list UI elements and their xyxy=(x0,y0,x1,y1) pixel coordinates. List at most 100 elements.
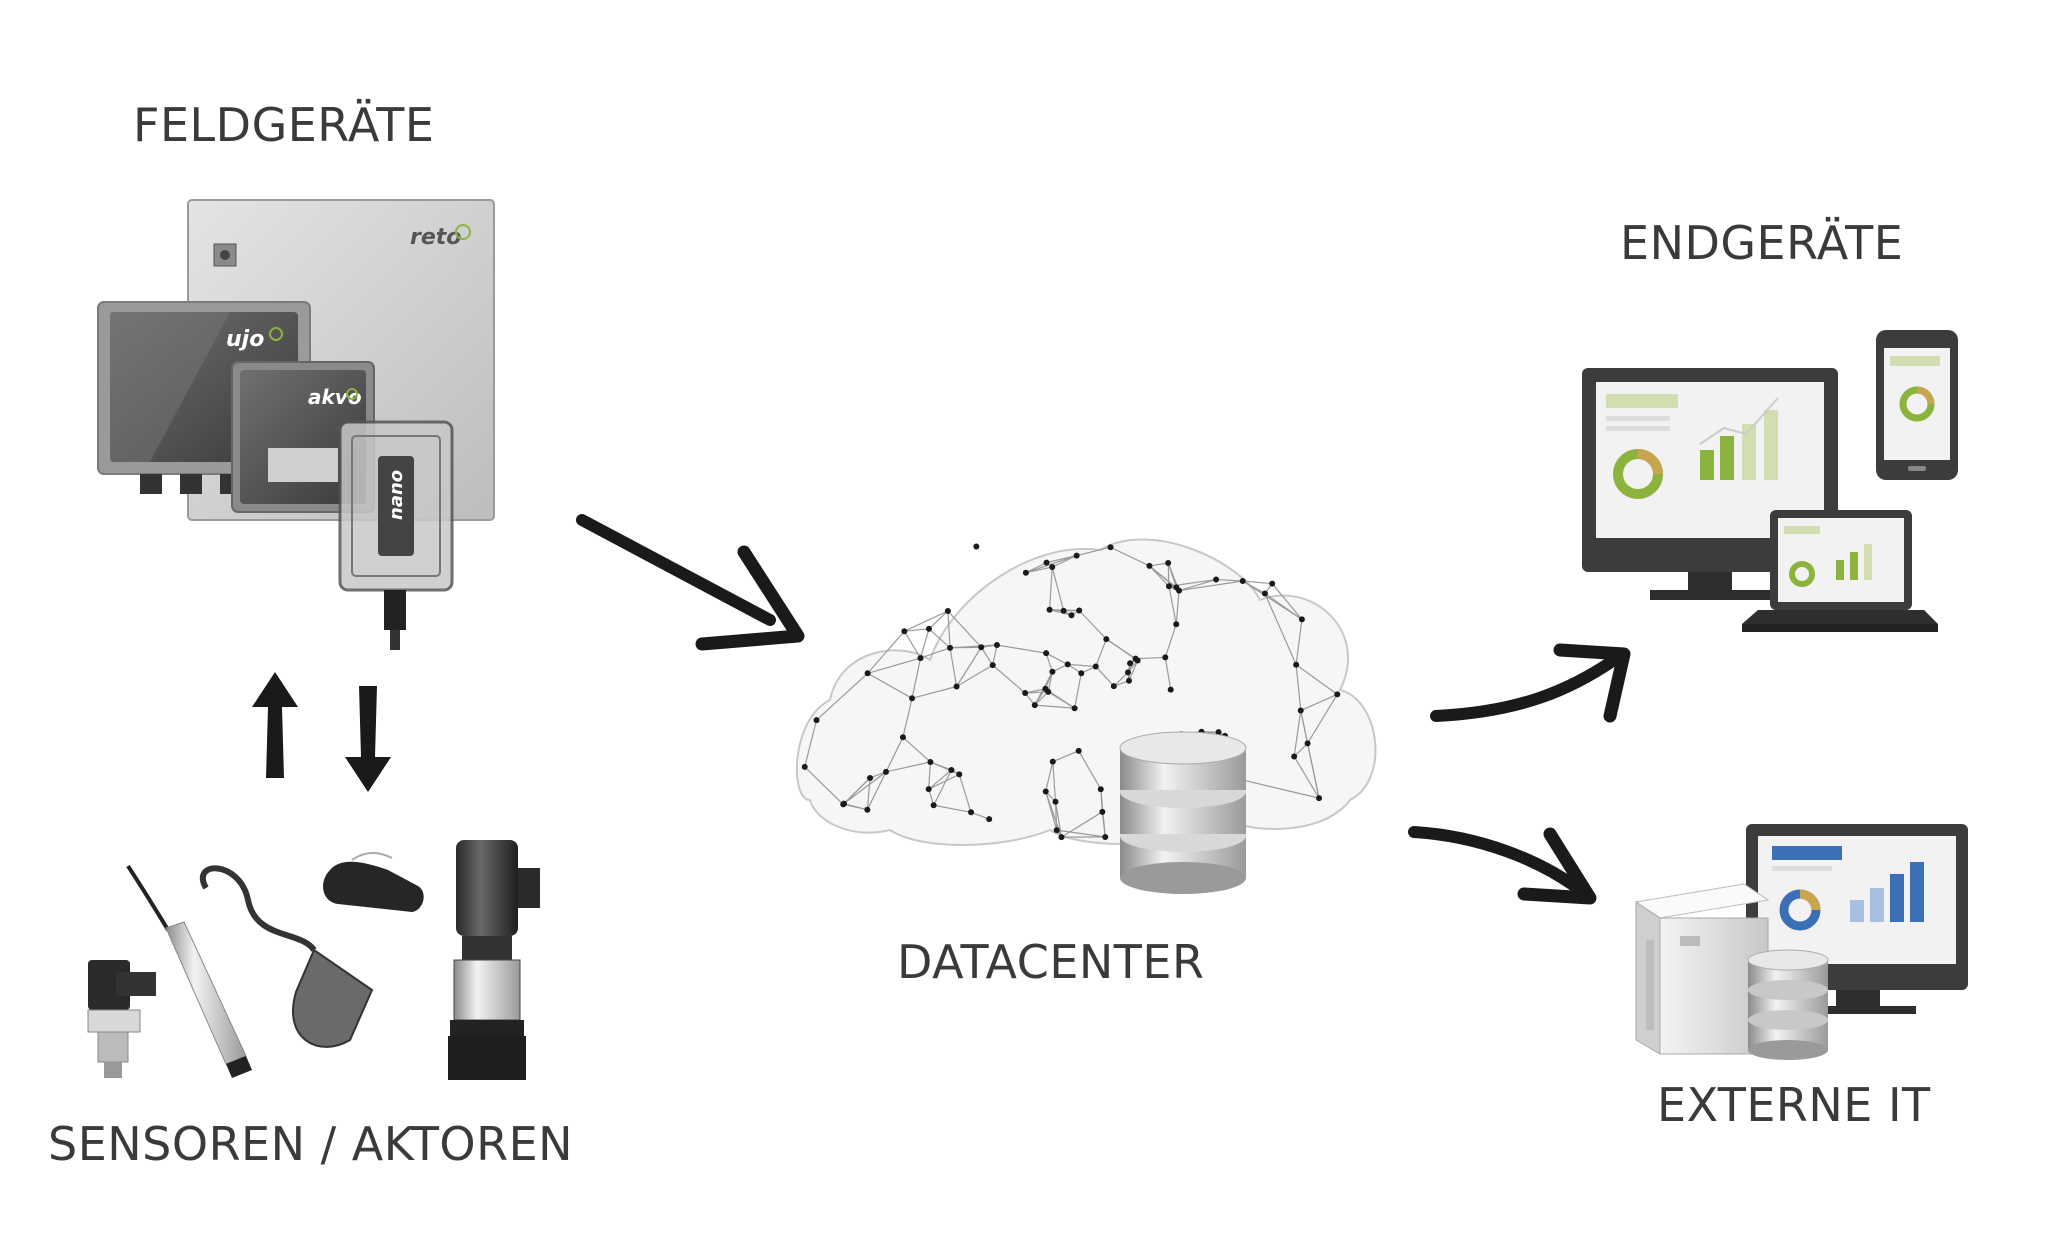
mesh-line xyxy=(867,630,905,674)
mesh-line xyxy=(904,628,930,632)
mesh-line xyxy=(933,804,972,813)
mesh-line xyxy=(928,761,931,790)
mesh-line xyxy=(928,769,952,790)
mesh-node xyxy=(1125,677,1132,684)
radar-sensor-image xyxy=(323,852,424,912)
nano-brand-label: nano xyxy=(386,470,407,520)
mesh-line xyxy=(1025,688,1046,694)
mesh-node xyxy=(1291,753,1298,760)
mesh-node xyxy=(1060,607,1067,614)
mesh-node xyxy=(953,683,960,690)
mesh-line xyxy=(956,664,994,688)
mesh-line xyxy=(1164,657,1172,690)
mesh-line xyxy=(911,685,957,699)
mesh-line xyxy=(1095,666,1115,687)
pressure-sensor-image xyxy=(87,960,156,1078)
external-it-group xyxy=(1634,824,1968,1060)
mesh-line xyxy=(1293,756,1320,799)
datacenter-title: DATACENTER xyxy=(897,935,1205,989)
mesh-line xyxy=(1110,546,1150,567)
mesh-line xyxy=(1178,580,1243,592)
mesh-line xyxy=(1034,691,1049,706)
mesh-line xyxy=(1300,693,1338,712)
mesh-node xyxy=(1031,702,1038,709)
mesh-node xyxy=(925,625,932,632)
mesh-line xyxy=(933,769,952,806)
pump-actuator-image xyxy=(448,840,540,1080)
mesh-line xyxy=(1242,580,1266,595)
mesh-line xyxy=(1101,811,1106,838)
mesh-line xyxy=(1264,593,1297,665)
mesh-line xyxy=(903,630,922,659)
mesh-line xyxy=(928,610,949,630)
mesh-line xyxy=(1052,750,1079,763)
mesh-line xyxy=(1293,710,1302,757)
mesh-node xyxy=(801,763,808,770)
mesh-node xyxy=(1261,590,1268,597)
mesh-node xyxy=(867,774,874,781)
mesh-line xyxy=(919,628,930,659)
mesh-node xyxy=(1316,795,1323,802)
mesh-line xyxy=(956,646,982,687)
mesh-line xyxy=(1295,664,1302,711)
mesh-node xyxy=(927,758,934,765)
mesh-node xyxy=(899,734,906,741)
mesh-node xyxy=(1162,654,1169,661)
end-devices-title: ENDGERÄTE xyxy=(1620,216,1904,270)
mesh-node xyxy=(1127,660,1134,667)
mesh-line xyxy=(1049,609,1072,616)
mesh-node xyxy=(813,717,820,724)
mesh-line xyxy=(1242,580,1303,620)
mesh-node xyxy=(973,543,980,550)
mesh-line xyxy=(843,803,868,811)
mesh-node xyxy=(1043,650,1050,657)
external-monitor-icon xyxy=(1746,824,1968,1014)
mesh-node xyxy=(1173,621,1180,628)
mesh-line xyxy=(1293,742,1309,757)
datacenter-cloud xyxy=(795,538,1377,894)
mesh-node xyxy=(840,801,847,808)
mesh-line xyxy=(1025,555,1077,574)
mesh-line xyxy=(1178,578,1217,592)
mesh-node xyxy=(1022,569,1029,576)
mesh-line xyxy=(842,777,871,805)
mesh-node xyxy=(1269,580,1276,587)
mesh-node xyxy=(1073,552,1080,559)
arrow-to-datacenter xyxy=(576,514,805,651)
mesh-line xyxy=(1025,562,1047,574)
mesh-line xyxy=(992,644,998,666)
mesh-node xyxy=(1239,577,1246,584)
mesh-line xyxy=(816,672,869,721)
mesh-node xyxy=(1165,559,1172,566)
mesh-line xyxy=(1271,583,1303,620)
mesh-line xyxy=(885,737,904,773)
mesh-node xyxy=(909,695,916,702)
mesh-line xyxy=(1168,586,1177,625)
mesh-node xyxy=(986,816,993,823)
mesh-node xyxy=(1146,562,1153,569)
mesh-line xyxy=(1051,566,1065,611)
bidirectional-arrows xyxy=(252,672,391,792)
mesh-node xyxy=(948,766,955,773)
external-it-title: EXTERNE IT xyxy=(1657,1078,1931,1132)
mesh-line xyxy=(1216,578,1243,582)
mesh-node xyxy=(1297,707,1304,714)
mesh-node xyxy=(1052,798,1059,805)
mesh-node xyxy=(1068,612,1075,619)
mesh-line xyxy=(970,811,990,820)
mesh-line xyxy=(1044,671,1053,689)
mesh-line xyxy=(902,698,913,738)
mesh-node xyxy=(1064,661,1071,668)
mesh-node xyxy=(1215,729,1222,736)
mesh-line xyxy=(1045,761,1054,792)
mesh-line xyxy=(949,647,958,687)
mesh-line xyxy=(947,610,951,648)
mesh-line xyxy=(996,644,1047,654)
mesh-line xyxy=(1045,652,1053,672)
nano-controller-image: nano xyxy=(338,420,454,650)
mesh-node xyxy=(944,608,951,615)
mesh-line xyxy=(947,610,982,648)
mesh-line xyxy=(1074,673,1082,709)
mesh-line xyxy=(1052,761,1057,802)
mesh-node xyxy=(1334,691,1341,698)
